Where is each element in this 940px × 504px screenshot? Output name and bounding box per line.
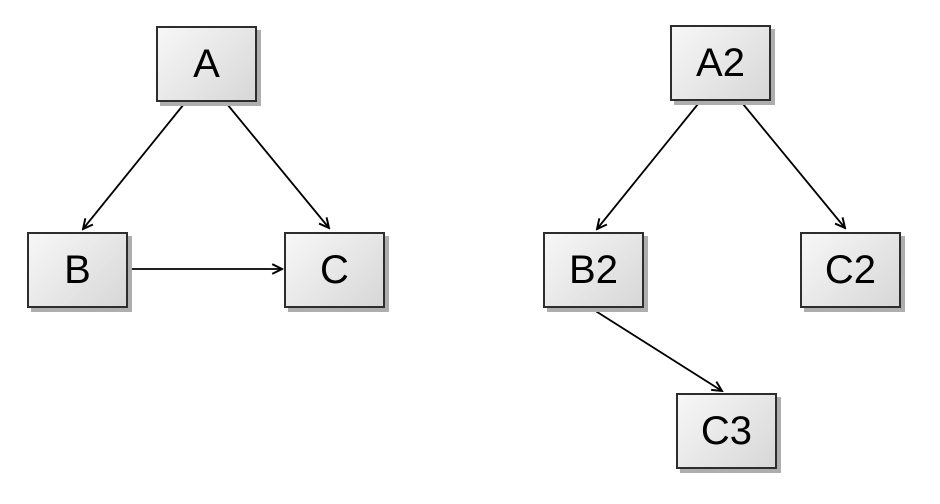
- node-B2[interactable]: B2: [543, 232, 644, 308]
- node-A2[interactable]: A2: [670, 25, 771, 101]
- edge-A2-to-C2[interactable]: [742, 103, 845, 228]
- node-A-label: A: [193, 42, 220, 86]
- edge-B2-to-C3[interactable]: [593, 309, 722, 391]
- node-C2-label: C2: [824, 248, 877, 292]
- node-A2-label: A2: [696, 41, 745, 85]
- node-B-label: B: [64, 248, 91, 292]
- edge-A2-to-B2[interactable]: [597, 103, 699, 229]
- node-C2[interactable]: C2: [800, 232, 901, 308]
- edge-A-to-B[interactable]: [83, 103, 185, 229]
- node-B[interactable]: B: [27, 232, 128, 308]
- node-C3[interactable]: C3: [676, 393, 777, 469]
- node-C[interactable]: C: [284, 232, 385, 308]
- node-C-label: C: [320, 248, 349, 292]
- node-B2-label: B2: [569, 248, 618, 292]
- edge-A-to-C[interactable]: [226, 103, 329, 228]
- node-A[interactable]: A: [156, 26, 257, 102]
- node-C3-label: C3: [700, 409, 753, 453]
